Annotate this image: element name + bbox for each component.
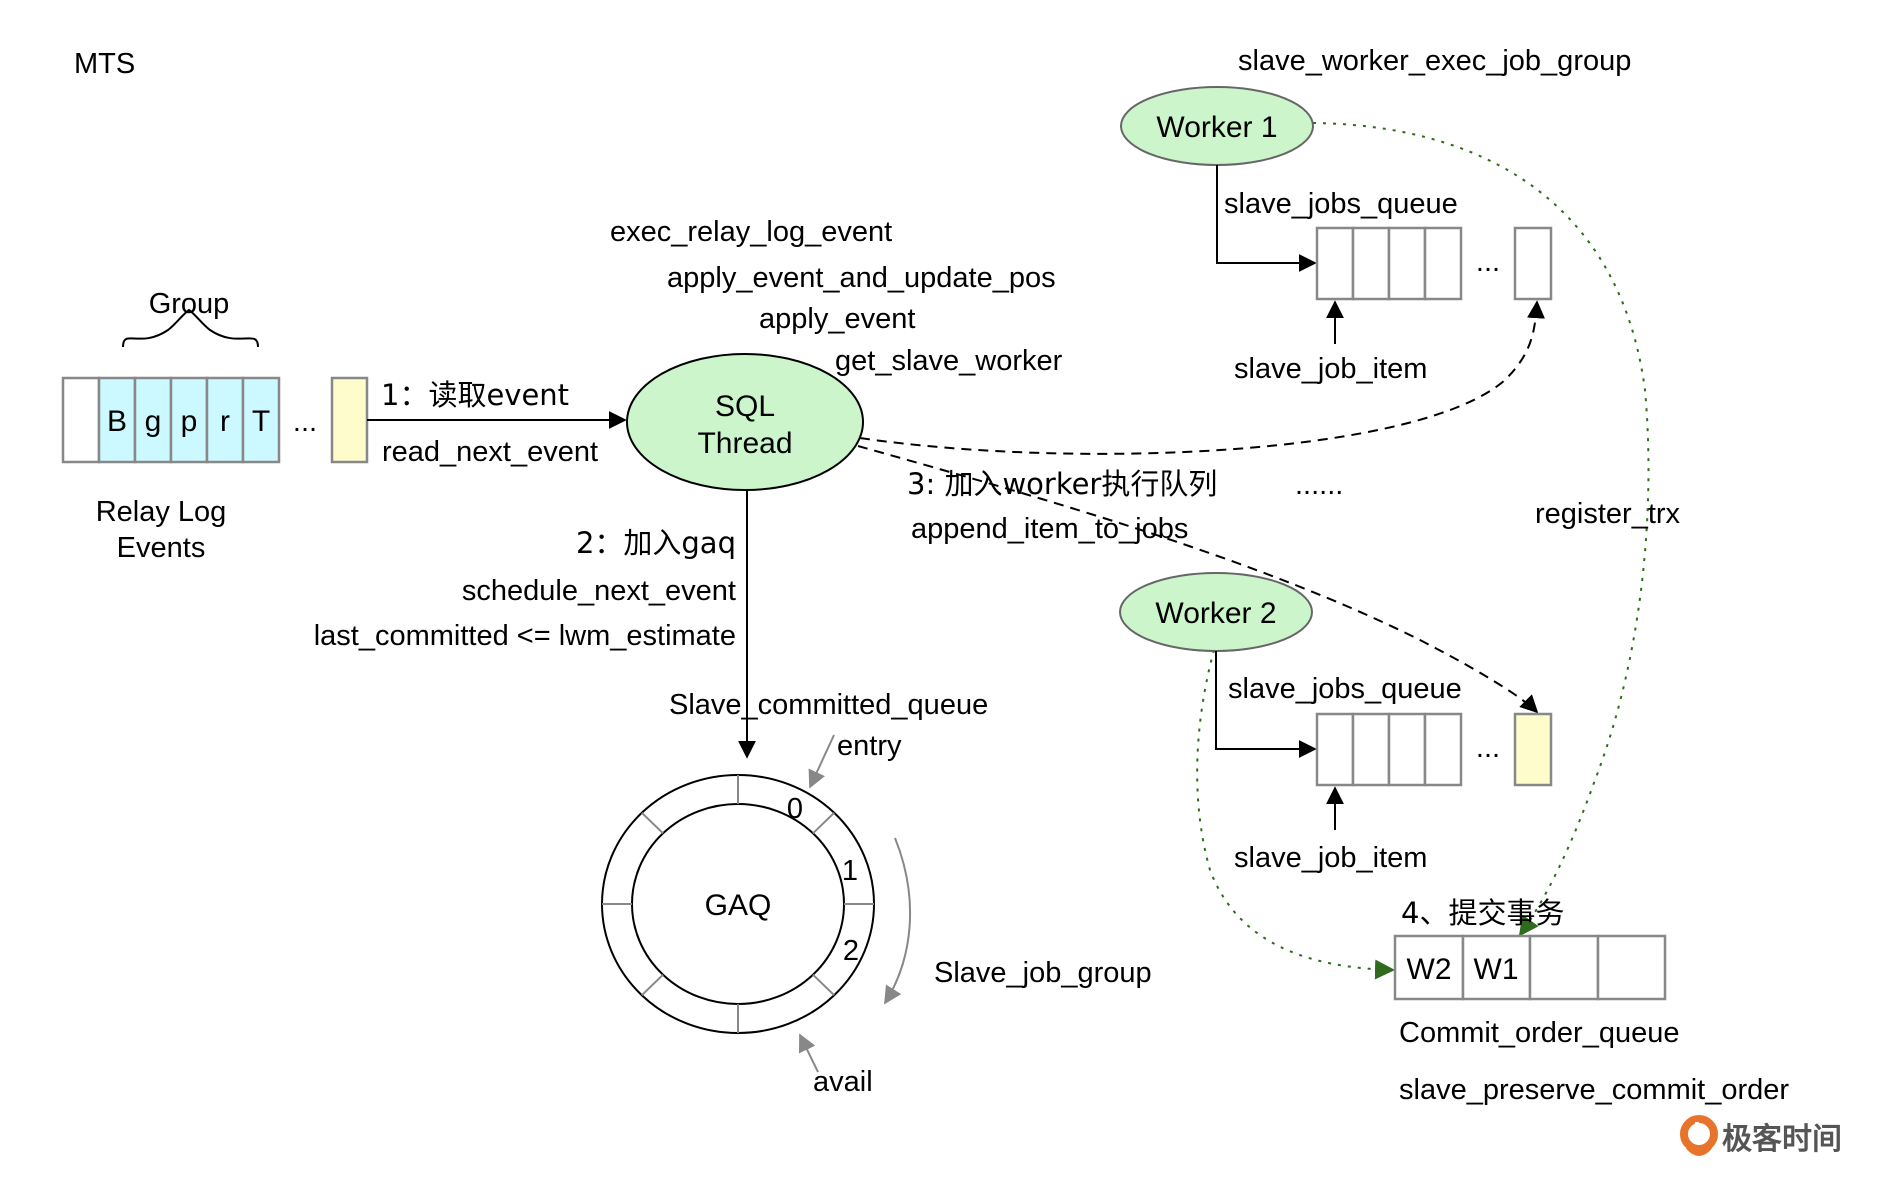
job-cell: [1315, 712, 1355, 787]
worker-1-queue-ellipsis: ...: [1476, 246, 1500, 278]
worker-2-queue-label: slave_jobs_queue: [1228, 673, 1462, 705]
relay-cell-label: r: [220, 405, 230, 438]
worker-1-queue-label: slave_jobs_queue: [1224, 188, 1458, 220]
relay-cell-label: g: [145, 405, 162, 438]
gaq-entry-label: entry: [837, 730, 902, 762]
gaq-slot-divider: [812, 812, 835, 835]
worker2-commit-link: [1196, 649, 1395, 980]
call-get-slave-worker: get_slave_worker: [835, 345, 1063, 377]
dispatch-link-worker2: [857, 445, 1539, 714]
worker-1-item-label: slave_job_item: [1234, 353, 1427, 385]
step1-label: 1：读取event: [381, 378, 569, 412]
worker-2-item-label: slave_job_item: [1234, 842, 1427, 874]
relay-ellipsis: ...: [293, 406, 317, 438]
job-cell: [1423, 712, 1463, 787]
relay-log-label-line2: Events: [117, 532, 206, 564]
job-cell: [1387, 712, 1427, 787]
worker-exec-label: slave_worker_exec_job_group: [1238, 45, 1631, 77]
register-trx-label: register_trx: [1535, 498, 1681, 530]
sql-thread-label-line1: SQL: [715, 390, 775, 423]
worker-2-queue-ellipsis: ...: [1476, 732, 1500, 764]
dispatch-link-worker1: [859, 300, 1546, 455]
commit-cell: [1528, 934, 1600, 1001]
gaq-queue-name: Slave_committed_queue: [669, 689, 988, 721]
diagram-title: MTS: [74, 48, 135, 80]
relay-cell: [241, 376, 281, 464]
commit-cell: [1596, 934, 1667, 1001]
call-exec-relay-log-event: exec_relay_log_event: [610, 216, 892, 248]
step2-cond: last_committed <= lwm_estimate: [314, 620, 736, 652]
gaq-group-label: Slave_job_group: [934, 957, 1152, 989]
gaq-slot-divider: [641, 973, 664, 996]
commit-cell-label: W1: [1474, 953, 1519, 986]
sql-thread-node: SQL Thread: [626, 353, 864, 491]
gaq-slot-divider: [812, 973, 835, 996]
gaq-slot-1: 1: [842, 855, 858, 887]
job-cell-tail: [1513, 226, 1553, 301]
relay-cell: [133, 376, 173, 464]
entry-arrow: [808, 734, 835, 789]
relay-cell-label: p: [181, 405, 198, 438]
job-cell: [1387, 226, 1427, 301]
worker-1-queue-arrow: [1216, 165, 1317, 272]
relay-log-label-line1: Relay Log: [96, 496, 227, 528]
job-cell: [1315, 226, 1355, 301]
worker-2-label: Worker 2: [1155, 597, 1276, 630]
commit-step-label: 4、提交事务: [1401, 896, 1564, 930]
step3-more: ......: [1295, 469, 1343, 501]
group-brace: [122, 308, 259, 348]
group-label: Group: [149, 288, 230, 320]
gaq-label: GAQ: [705, 889, 772, 922]
gaq-ring: Slave_committed_queue entry GAQ 0 1 2 Sl…: [601, 689, 1152, 1098]
step3-func: append_item_to_jobs: [911, 513, 1188, 545]
geektime-logo-text: 极客时间: [1722, 1122, 1842, 1157]
call-apply-event: apply_event: [759, 303, 915, 335]
geektime-logo-icon: [1680, 1115, 1718, 1156]
commit-cell: [1461, 934, 1532, 1001]
worker-1-label: Worker 1: [1156, 111, 1277, 144]
worker-2-queue-arrow: [1215, 651, 1317, 758]
gaq-slot-2: 2: [843, 935, 859, 967]
relay-cell-label: B: [107, 405, 127, 438]
commit-order-queue: 4、提交事务 W2 W1 Commit_order_queue slave_pr…: [1393, 896, 1789, 1106]
relay-log: Group B g p r T ... Relay Log Events: [61, 288, 369, 564]
relay-cell-empty: [61, 376, 101, 464]
commit-option-label: slave_preserve_commit_order: [1399, 1074, 1789, 1106]
call-apply-event-and-update-pos: apply_event_and_update_pos: [667, 262, 1056, 294]
avail-arrow: [798, 1033, 819, 1073]
sql-thread-label-line2: Thread: [697, 427, 792, 460]
gaq-slot-0: 0: [787, 793, 803, 825]
step2-func: schedule_next_event: [462, 575, 736, 607]
relay-cell-label: T: [252, 405, 270, 438]
relay-cell: [169, 376, 209, 464]
step1-func: read_next_event: [382, 436, 598, 468]
register-trx-link: [1312, 122, 1650, 937]
job-cell: [1423, 226, 1463, 301]
job-cell: [1351, 226, 1391, 301]
gaq-direction-arrow: [884, 837, 912, 1005]
commit-cell-label: W2: [1407, 953, 1452, 986]
gaq-slot-dividers: [602, 775, 874, 1033]
commit-queue-label: Commit_order_queue: [1399, 1017, 1679, 1049]
worker-2: Worker 2 slave_jobs_queue ... slave_job_…: [1119, 572, 1553, 874]
step3-label: 3: 加入worker执行队列: [907, 467, 1217, 501]
gaq-avail-label: avail: [813, 1066, 873, 1098]
step2-label: 2：加入gaq: [576, 526, 736, 560]
geektime-logo: 极客时间: [1680, 1115, 1842, 1157]
job-cell: [1351, 712, 1391, 787]
gaq-slot-divider: [641, 812, 664, 835]
relay-next-event: [330, 376, 369, 464]
job-cell-new: [1513, 712, 1553, 787]
worker-1: Worker 1 slave_jobs_queue ... slave_job_…: [1120, 86, 1553, 385]
